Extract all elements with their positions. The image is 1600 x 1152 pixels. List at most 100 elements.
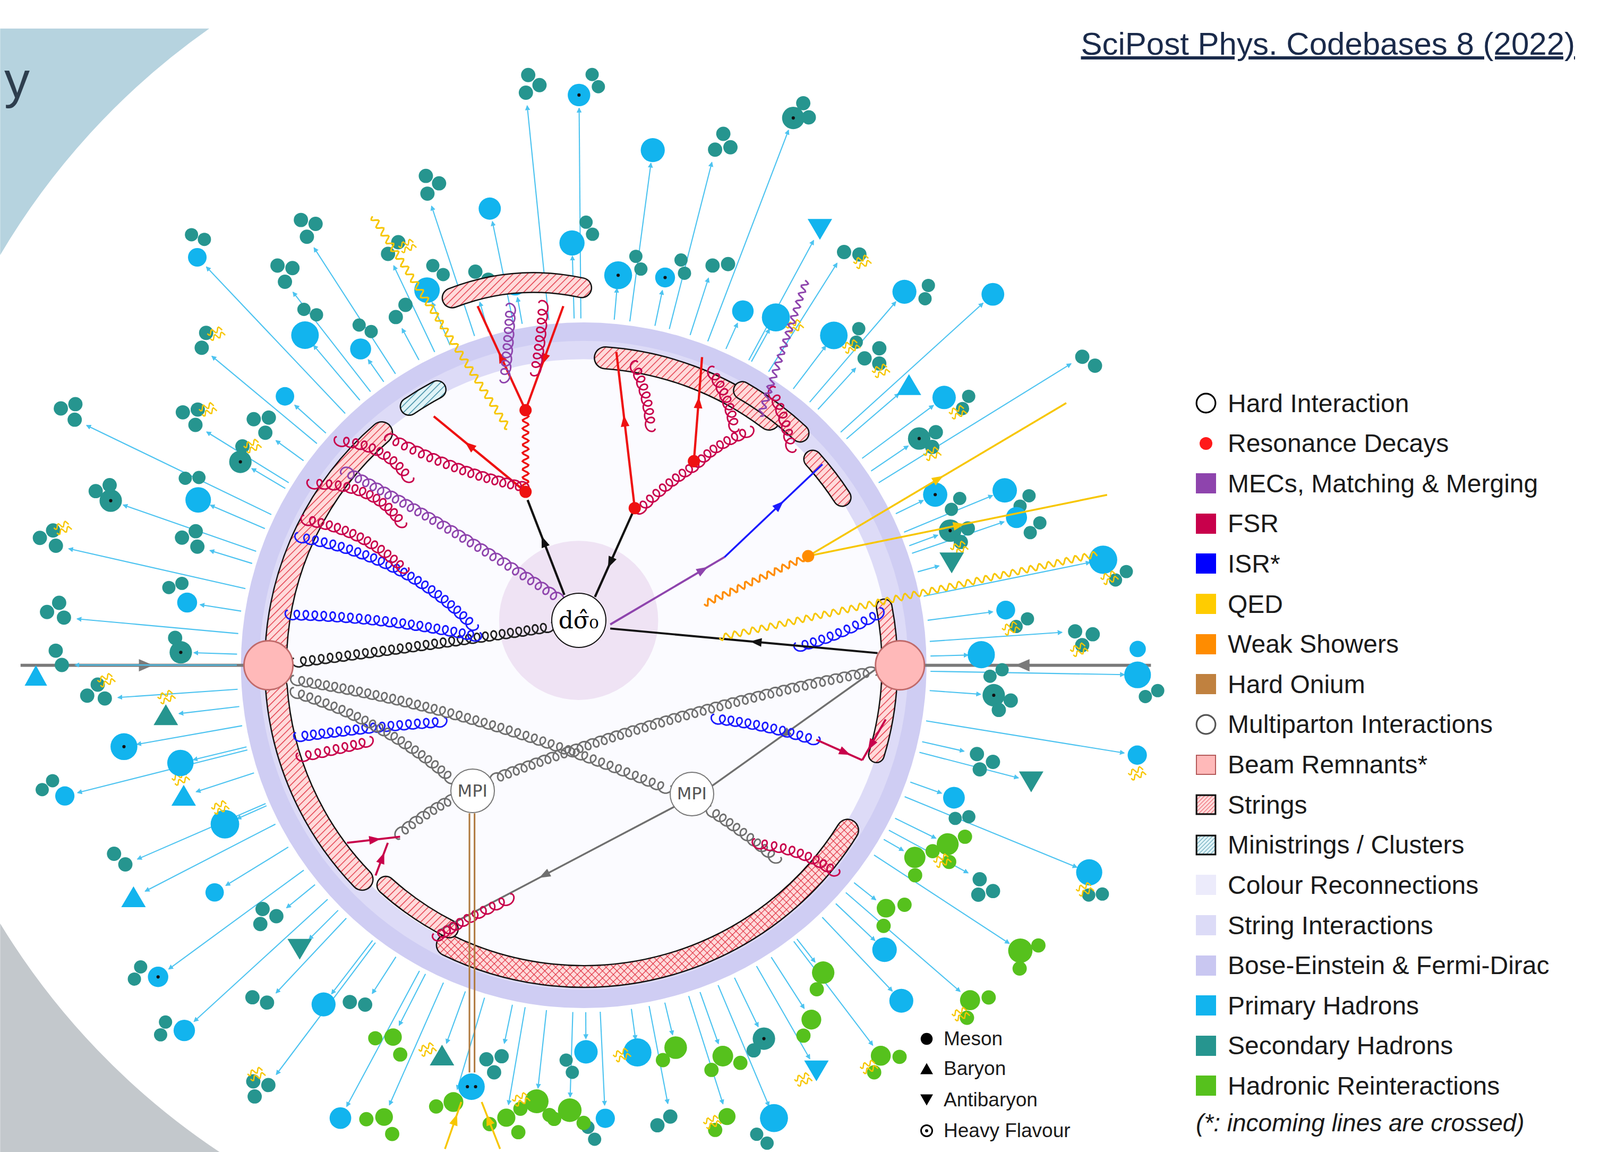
hadron-circle [1075,859,1102,886]
hadron-circle [972,762,988,777]
hadron-circle [986,883,1001,898]
photon-line [875,369,891,378]
hadron-track [225,846,288,886]
legend-sample [1194,672,1218,696]
legend-item: Multiparton Interactions [1194,705,1493,743]
string-band [451,282,582,298]
legend-item: Baryon [918,1049,1006,1088]
heavy-flavour-dot [663,275,667,279]
photon-line [759,280,809,417]
hadron-circle [269,909,284,924]
hadron-track [929,632,1063,642]
gluon-line [707,366,740,433]
hadron-circle [175,576,189,590]
hadron-circle [1031,938,1046,953]
photon-line [706,1120,722,1129]
arrow-head [375,852,384,865]
hadron-track [835,903,876,941]
legend-sample [1194,793,1218,816]
legend-sample [1194,954,1218,977]
hadron-track [309,910,339,940]
photon-line [421,1047,437,1056]
legend-sample [1194,873,1218,896]
hadron-circle [1020,612,1034,626]
hadron-track [883,839,904,851]
heavy-flavour-dot [616,273,620,277]
hadron-circle [1089,545,1118,574]
legend-sample [1194,592,1218,615]
node-text: MPI [677,784,707,803]
hadron-circle [712,1045,734,1067]
hadron-circle [579,215,593,229]
photon-line [207,327,222,336]
hadron-circle [782,106,805,130]
legend-symbol [918,1122,935,1139]
hard-interaction-circle: dσ̂₀ [551,592,607,648]
hadron-circle [623,1038,652,1067]
baryon-symbol [153,704,178,725]
legend-swatch [1195,1035,1217,1056]
baryon-symbol [171,784,196,806]
hadron-circle [32,530,48,545]
hadron-circle [634,262,648,276]
hadron-circle [1124,661,1151,689]
legend-text: Meson [943,1027,1003,1050]
hadron-circle [971,887,986,902]
slide-background-shape [0,28,210,255]
photon-line [1103,576,1119,585]
hadron-circle [478,197,501,220]
hadron-track [123,505,256,552]
hadron-circle [707,142,723,157]
hadron-track [137,725,243,744]
legend-item: ISR* [1194,544,1281,583]
photon-line [243,439,259,448]
hadron-circle [178,471,192,485]
photon-line [157,690,173,699]
arrow-head [868,738,878,751]
hadron-circle [68,396,83,412]
legend-item: QED [1194,585,1283,623]
photon-line [210,332,226,341]
gluon-line [285,610,482,641]
heavy-flavour-dot [933,492,937,496]
hadron-track [853,882,876,900]
hadron-circle [45,523,61,538]
photon-line [1079,887,1094,896]
hadron-track [878,363,1072,483]
legend-swatch [1195,914,1217,936]
hadron-circle [925,843,940,859]
hadron-circle [197,232,211,246]
hadron-track [904,796,1077,868]
heavy-flavour-dot [473,1084,477,1089]
hadron-circle [185,486,211,513]
legend-sample [1194,512,1218,535]
hadron-circle [969,746,985,761]
hadron-circle [972,871,987,887]
photon-line [199,402,215,411]
antibaryon-symbol [1019,771,1044,793]
hadron-circle [576,1115,592,1131]
hadron-circle [732,300,755,323]
gluon-line [395,794,458,840]
legend-text: Resonance Decays [1227,428,1449,458]
legend-text: Colour Reconnections [1227,870,1479,900]
heavy-flavour-dot [917,437,921,441]
hadron-circle [1033,516,1047,530]
photon-line [1075,882,1091,891]
hadron-circle [574,1039,598,1064]
legend-text: QED [1227,589,1283,619]
photon-line [1100,570,1116,579]
photon-line [1070,643,1085,652]
hadron-circle [48,538,64,553]
hadron-track [168,869,304,969]
hadron-circle [1151,683,1165,698]
hadron-track [504,1004,513,1043]
hadron-track [809,301,896,402]
legend-text: Bose-Einstein & Fermi-Dirac [1227,950,1550,980]
hadron-circle [308,216,323,231]
hadron-track [874,854,1010,944]
hadron-circle [175,405,191,420]
heavy-flavour-dot [791,116,795,120]
photon-line [214,806,230,815]
